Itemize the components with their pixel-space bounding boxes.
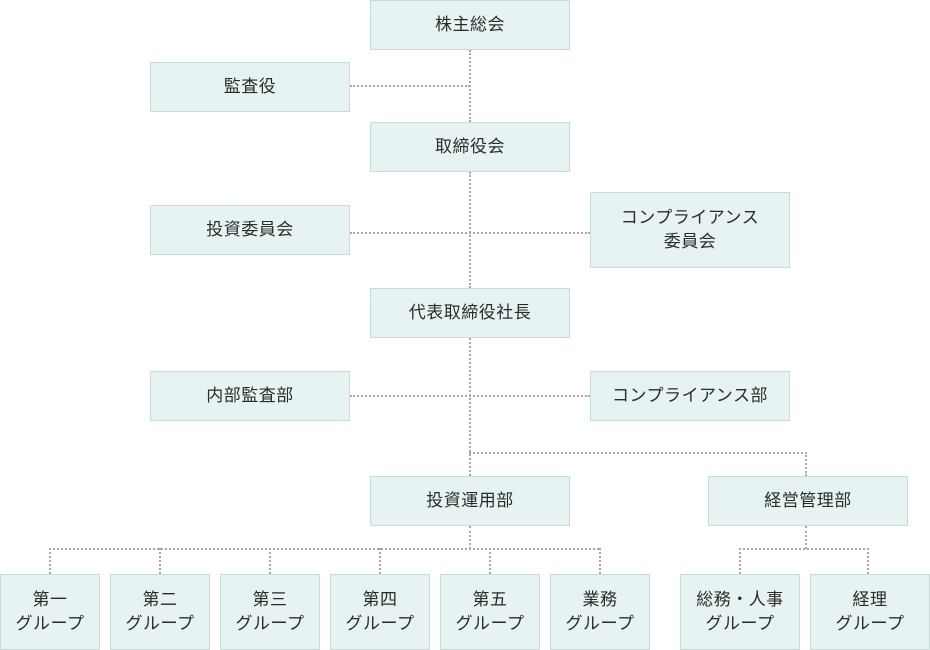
- connector-group4: [379, 548, 381, 574]
- connector-group3: [269, 548, 271, 574]
- node-admin-dept: 経営管理部: [708, 476, 908, 526]
- node-accounting-group: 経理 グループ: [810, 574, 930, 650]
- node-group3: 第三 グループ: [220, 574, 320, 650]
- node-group1: 第一 グループ: [0, 574, 100, 650]
- node-label-line1: 第一: [32, 590, 68, 610]
- node-label-line1: 第三: [252, 590, 288, 610]
- connector-group2: [159, 548, 161, 574]
- node-label-line2: グループ: [455, 614, 525, 634]
- node-shareholders-meeting: 株主総会: [370, 0, 570, 50]
- node-label-line2: グループ: [345, 614, 415, 634]
- node-investment-committee: 投資委員会: [150, 205, 350, 255]
- node-group2: 第二 グループ: [110, 574, 210, 650]
- node-board: 取締役会: [370, 122, 570, 172]
- node-label: コンプライアンス部: [612, 386, 768, 406]
- node-label-line2: グループ: [235, 614, 305, 634]
- node-label: 内部監査部: [206, 386, 294, 406]
- node-label: 経営管理部: [764, 491, 852, 511]
- node-label-line1: 第四: [362, 590, 398, 610]
- connector-admin-branch: [469, 452, 807, 454]
- node-label: 代表取締役社長: [408, 303, 532, 323]
- node-label-line2: グループ: [835, 614, 905, 634]
- node-label-line2: グループ: [705, 614, 775, 634]
- node-label-line1: 第二: [142, 590, 178, 610]
- node-label-line2: グループ: [125, 614, 195, 634]
- node-label-line1: コンプライアンス: [620, 208, 760, 228]
- node-label: 監査役: [223, 77, 277, 97]
- node-label: 投資委員会: [206, 220, 294, 240]
- node-investment-dept: 投資運用部: [370, 476, 570, 526]
- node-operations-group: 業務 グループ: [550, 574, 650, 650]
- node-general-affairs-group: 総務・人事 グループ: [680, 574, 800, 650]
- connector-operations: [599, 548, 601, 574]
- node-label-line2: グループ: [15, 614, 85, 634]
- connector-accounting: [867, 548, 869, 574]
- node-internal-audit: 内部監査部: [150, 371, 350, 421]
- connector-investment-groups: [49, 548, 599, 550]
- node-auditor: 監査役: [150, 62, 350, 112]
- node-label: 取締役会: [435, 137, 505, 157]
- node-president: 代表取締役社長: [370, 288, 570, 338]
- node-label-line1: 総務・人事: [696, 590, 784, 610]
- connector-spine-mid: [469, 172, 471, 288]
- node-label-line2: 委員会: [663, 232, 717, 252]
- node-label-line1: 経理: [852, 590, 888, 610]
- connector-investment-down: [469, 526, 471, 549]
- connector-group5: [489, 548, 491, 574]
- connector-committees: [350, 232, 590, 234]
- connector-group1: [49, 548, 51, 574]
- node-label-line2: グループ: [565, 614, 635, 634]
- connector-audit-compliance: [350, 395, 590, 397]
- node-label: 株主総会: [435, 15, 505, 35]
- node-label: 投資運用部: [426, 491, 514, 511]
- node-label-line1: 第五: [472, 590, 508, 610]
- node-compliance-dept: コンプライアンス部: [590, 371, 790, 421]
- connector-spine-low: [469, 338, 471, 476]
- connector-admin-drop: [805, 452, 807, 476]
- connector-spine-top: [469, 50, 471, 122]
- node-label-line1: 業務: [582, 590, 618, 610]
- node-compliance-committee: コンプライアンス 委員会: [590, 192, 790, 268]
- connector-admin-down: [805, 526, 807, 549]
- node-group4: 第四 グループ: [330, 574, 430, 650]
- connector-auditor: [350, 85, 470, 87]
- connector-general-affairs: [739, 548, 741, 574]
- node-group5: 第五 グループ: [440, 574, 540, 650]
- connector-admin-groups: [739, 548, 869, 550]
